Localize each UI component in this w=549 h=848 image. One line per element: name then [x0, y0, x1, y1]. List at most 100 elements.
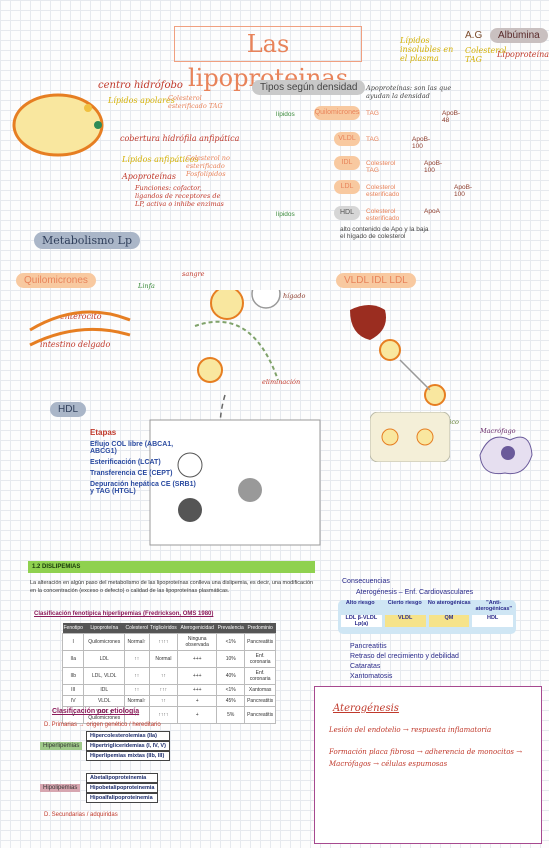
hdl-header: HDL — [50, 402, 87, 417]
consecuencias-title: Consecuencias — [342, 578, 390, 585]
row-hdl: HDL — [334, 206, 360, 220]
table-cell: Ninguna observada — [177, 633, 218, 651]
table-cell: Enf. coronaria — [244, 650, 276, 668]
mas-lipidos-label: lípidos — [276, 111, 295, 118]
aterogenesis-step-1: Lesión del endotelio → respuesta inflama… — [329, 726, 492, 734]
macrofago-label: Macrófago — [480, 427, 516, 435]
apo-2: ApoB-100 — [424, 160, 443, 174]
etapas-title: Etapas — [90, 428, 117, 437]
aterogenesis-title: Aterogénesis — [333, 703, 399, 714]
quilomicrones-header: Quilomicrones — [16, 273, 96, 288]
table-cell: ↑↑↑↑ — [148, 633, 179, 651]
cubierta-label: cobertura hidrófila anfipática — [120, 134, 240, 143]
apo-header-label: Apoproteínas: son las que ayudan la dens… — [366, 84, 452, 100]
table-cell: III — [61, 684, 85, 696]
th-2: Colesterol — [124, 623, 150, 634]
riesgo-v2: QM — [428, 615, 470, 627]
hipolipemias-label: Hipolipemias — [40, 784, 81, 792]
menos-lipidos-label: lípidos — [276, 211, 295, 218]
table-cell: 10% — [216, 650, 246, 668]
label-tag-2: Colesterol TAG — [366, 160, 396, 174]
fredrickson-table: Fenotipo Lipoproteína Colesterol Triglic… — [61, 623, 276, 724]
sangre-label: sangre — [182, 270, 205, 278]
table-cell: ↑↑ — [124, 650, 150, 668]
stack-item-1: Hipertrigliceridemias (I, IV, V) — [86, 741, 170, 751]
secundarias-label: D. Secundarias / adquiridas — [44, 812, 118, 818]
th-4: Aterogenicidad — [177, 623, 217, 634]
riesgo-h0: Alto riesgo — [345, 600, 375, 606]
col-no-esterificado-label: Colesterol no esterificado Fosfolípidos — [186, 154, 230, 178]
dislipemias-section-header: 1.2 DISLIPEMIAS — [28, 561, 315, 573]
table-cell: ↑↑ — [148, 695, 179, 707]
page-title: Las lipoproteinas — [174, 26, 362, 92]
tejido-diagram — [370, 412, 450, 462]
lipidos-insolubles-label: Lípidos insolubles en el plasma — [400, 36, 454, 63]
table-cell: +++ — [177, 650, 218, 668]
centro-hidrofobo-label: centro hidrófobo — [98, 80, 183, 91]
etapas-block: Etapas Eflujo COL libre (ABCA1, ABCG1) E… — [90, 428, 200, 495]
aterogenesis-box: Aterogénesis Lesión del endotelio → resp… — [314, 686, 542, 844]
apoproteinas-label: Apoproteínas — [122, 172, 177, 181]
table-cell: Pancreatitis — [244, 633, 276, 651]
etapa-1: Eflujo COL libre (ABCA1, ABCG1) — [90, 441, 174, 455]
riesgo-h3: "Anti-aterogénicas" — [475, 600, 513, 612]
table-cell: IIa — [61, 650, 85, 668]
th-5: Prevalencia — [216, 623, 245, 634]
macrofago-icon — [479, 436, 533, 475]
apo-funciones-label: Funciones: cofactor, ligandos de recepto… — [135, 184, 224, 208]
apo-4: ApoA — [424, 208, 440, 215]
apo-0: ApoB-48 — [442, 110, 461, 124]
row-ldl: LDL — [334, 180, 360, 194]
table-cell: IIb — [61, 667, 85, 685]
riesgo-v1: VLDL — [384, 615, 426, 627]
hipo-stack: Abetalipoproteinemia Hipobetalipoprotein… — [86, 773, 159, 803]
etapa-2: Esterificación (LCAT) — [90, 459, 161, 466]
row-idl: IDL — [334, 156, 360, 170]
liver-diagram — [350, 305, 446, 406]
table-cell: <1% — [216, 684, 246, 696]
riesgo-v0: LDL β-VLDL Lp(a) — [341, 615, 382, 627]
intestino-label: intestino delgado — [40, 340, 111, 349]
table-cell: + — [177, 695, 218, 707]
riesgo-h2: No aterogénicas — [427, 600, 471, 606]
consecuencia-1: Retraso del crecimiento y debilidad — [350, 653, 459, 660]
apo-3: ApoB-100 — [454, 184, 473, 198]
apo-1: ApoB-100 — [412, 136, 431, 150]
riesgo-v3: HDL — [472, 615, 513, 627]
table-cell: LDL — [83, 650, 125, 668]
colesterol-tag-label: Colesterol TAG — [465, 46, 507, 64]
table-cell: IDL — [83, 684, 125, 696]
th-3: Triglicéridos — [149, 623, 178, 634]
hiper-stack: Hipercolesterolemias (IIa) Hipertriglice… — [86, 731, 170, 761]
consecuencia-2: Cataratas — [350, 663, 381, 670]
dislipemias-intro: La alteración en algún paso del metaboli… — [30, 580, 314, 594]
table-cell: Enf. coronaria — [244, 667, 276, 685]
label-tag-0: TAG — [366, 110, 379, 117]
metabolism-diagram — [29, 290, 321, 546]
aterogenesis-consecuencia: Aterogénesis – Enf. Cardiovasculares — [356, 589, 474, 596]
stack2-item-0: Abetalipoproteinemia — [86, 773, 159, 783]
stack2-item-2: Hipoalfalipoproteinemia — [86, 793, 159, 803]
table-cell: Quilomicrones — [83, 633, 125, 651]
table-cell: ↑↑ — [124, 684, 150, 696]
table-cell: V — [61, 706, 85, 724]
table-cell: ↑↑ — [148, 667, 179, 685]
table-cell: ↑↑ — [124, 667, 150, 685]
table-cell: I — [61, 633, 85, 651]
table-cell: VLDL — [83, 695, 125, 707]
col-esterificado-label: Colesterol esterificado TAG — [168, 94, 223, 110]
table-cell: ↑↑↑↑ — [148, 706, 179, 724]
th-0: Fenotipo — [62, 623, 84, 634]
riesgo-h1: Cierto riesgo — [387, 600, 422, 606]
riesgo-box: Alto riesgo Cierto riesgo No aterogénica… — [338, 600, 516, 634]
hdl-note: alto contenido de Apo y la baja el hígad… — [340, 226, 429, 240]
stack2-item-1: Hipobetalipoproteinemia — [86, 783, 159, 793]
th-1: Lipoproteína — [83, 623, 125, 634]
th-6: Predominio — [244, 623, 276, 634]
consecuencias-list: Pancreatitis Retraso del crecimiento y d… — [350, 642, 459, 682]
